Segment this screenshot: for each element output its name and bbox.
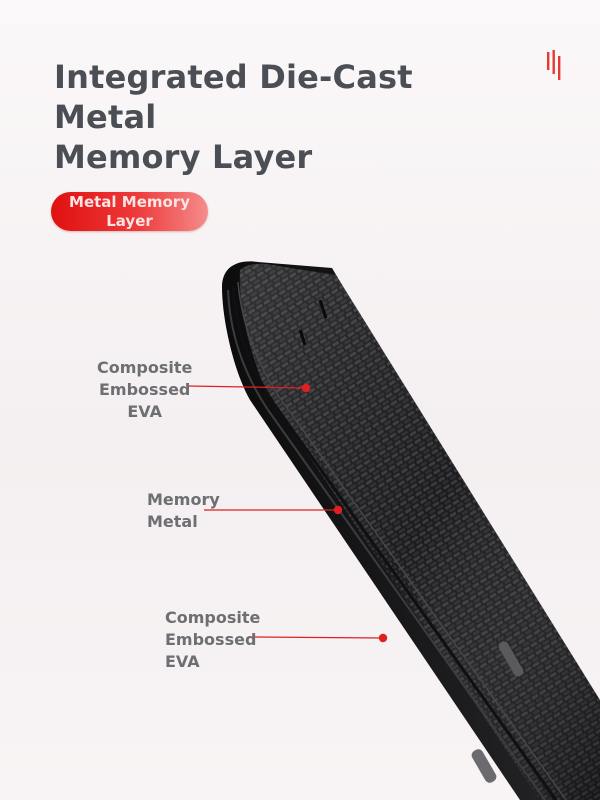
- callout-line: Composite: [165, 608, 261, 627]
- pointer-line-composite-eva-bottom: [249, 633, 388, 643]
- pointer-line-memory-metal: [204, 505, 343, 515]
- page-title: Integrated Die-Cast Metal Memory Layer: [54, 57, 524, 177]
- feature-badge-line-2: Layer: [106, 212, 153, 230]
- callout-memory-metal: Memory Metal: [147, 489, 220, 533]
- page-title-line-2: Memory Layer: [54, 138, 313, 176]
- phone-case-body: [222, 261, 600, 800]
- callout-line: Embossed: [165, 630, 257, 649]
- callout-composite-embossed-eva-bottom: Composite Embossed EVA: [165, 607, 260, 673]
- brand-logo-icon: [547, 50, 561, 80]
- callout-line: Embossed: [98, 380, 191, 399]
- pointer-line-composite-eva-top: [186, 383, 311, 393]
- page-title-line-1: Integrated Die-Cast Metal: [54, 58, 413, 136]
- callout-line: Memory: [147, 490, 220, 509]
- callout-line: Composite: [97, 358, 193, 377]
- callout-line: Metal: [147, 512, 198, 531]
- feature-badge-line-1: Metal Memory: [69, 193, 190, 211]
- callout-line: EVA: [127, 402, 162, 421]
- callout-line: EVA: [165, 652, 200, 671]
- feature-badge: Metal Memory Layer: [51, 192, 208, 231]
- callout-composite-embossed-eva-top: Composite Embossed EVA: [97, 357, 192, 423]
